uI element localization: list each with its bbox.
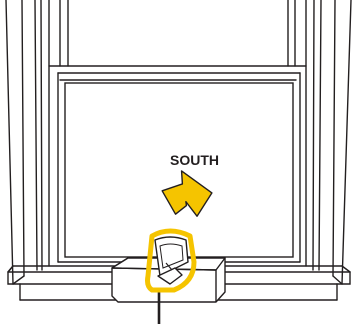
antenna-panel-inner: [159, 243, 184, 269]
antenna-stand: [157, 267, 183, 285]
window-sill-left-bevel: [7, 265, 14, 273]
antenna-stand-hinge: [165, 262, 173, 271]
left-casing-outer: [5, 0, 14, 285]
right-jamb-1: [318, 0, 322, 271]
antenna-highlight: [145, 228, 197, 293]
direction-arrow-icon: [161, 170, 213, 217]
right-jamb-2: [312, 0, 315, 271]
right-casing-foot: [332, 275, 343, 285]
antenna-icon: [145, 228, 197, 293]
direction-label: SOUTH: [170, 152, 219, 168]
right-casing-outer: [341, 0, 352, 285]
right-casing-inner: [332, 0, 336, 277]
left-jamb-1: [34, 0, 38, 271]
left-casing-foot: [12, 275, 25, 285]
window-sill-right-bevel: [341, 265, 351, 273]
left-jamb-2: [40, 0, 43, 271]
left-casing-inner: [21, 0, 25, 277]
